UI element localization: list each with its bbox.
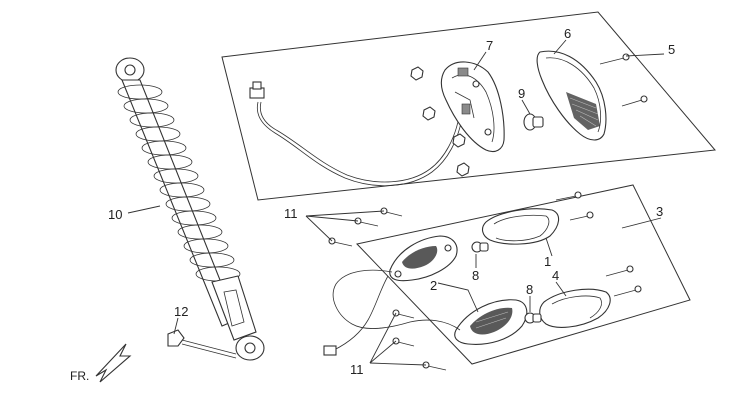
signal-housing-lower	[454, 299, 528, 345]
signal-lens-lower	[539, 288, 611, 328]
callout-10: 10	[108, 207, 122, 222]
callout-2: 2	[430, 278, 437, 293]
tail-light-wire-harness	[249, 81, 463, 187]
callout-7: 7	[486, 38, 493, 53]
front-direction-arrow-icon	[95, 343, 132, 383]
tail-light-lens	[536, 50, 607, 141]
signal-bulb-lower	[524, 312, 542, 324]
callout-3: 3	[656, 204, 663, 219]
tail-light-panel-outline	[221, 11, 716, 201]
tail-light-housing	[440, 61, 505, 153]
callout-8-lower: 8	[526, 282, 533, 297]
signal-bulb-upper	[471, 241, 489, 253]
callout-6: 6	[564, 26, 571, 41]
rear-shock-absorber	[115, 57, 265, 361]
callout-11-upper: 11	[284, 206, 298, 221]
screw-set-upper	[599, 53, 648, 107]
front-direction-label: FR.	[70, 369, 89, 383]
callout-5: 5	[668, 42, 675, 57]
turn-signal-panel-outline	[356, 184, 691, 365]
callout-11-lower: 11	[350, 362, 364, 377]
callout-4: 4	[552, 268, 559, 283]
signal-bracket-upper	[389, 235, 458, 282]
callout-8-upper: 8	[472, 268, 479, 283]
signal-lens-upper	[481, 208, 560, 245]
shock-mount-bolt	[167, 329, 237, 359]
callout-9: 9	[518, 86, 525, 101]
bolt-set-lower	[392, 309, 447, 371]
leader-lines	[127, 39, 665, 366]
nut-set-upper	[410, 66, 470, 177]
callout-1: 1	[544, 254, 551, 269]
tail-light-bulb	[523, 113, 544, 131]
callout-12: 12	[174, 304, 188, 319]
turn-signal-wire-harness	[323, 269, 461, 356]
screw-set-lower-right	[555, 191, 642, 297]
